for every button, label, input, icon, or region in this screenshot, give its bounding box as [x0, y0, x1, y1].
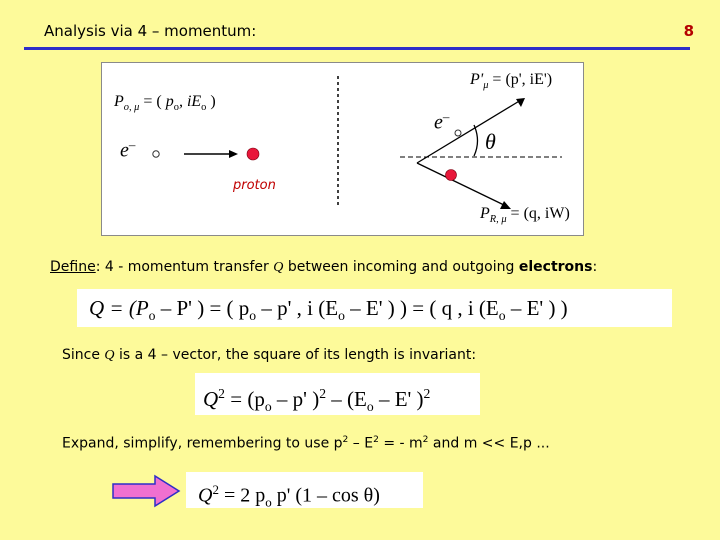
proton-label: proton: [233, 178, 276, 193]
angle-arc: [473, 124, 479, 157]
momentum-transfer-equation: Q = (Po – P' ) = ( po – p' , i (Eo – E' …: [77, 289, 672, 327]
incoming-electron-label: e–: [120, 137, 136, 162]
scattered-arrowhead: [516, 98, 525, 107]
scattered-electron-dot: [454, 129, 462, 137]
recoil-momentum-label: PR, μ = (q, iW): [480, 205, 570, 226]
scattering-diagram-drawing: [152, 76, 562, 209]
result-equation: Q2 = 2 po p' (1 – cos θ): [186, 472, 423, 510]
recoil-proton-arrow: [416, 162, 507, 207]
simplification-instruction: Expand, simplify, remembering to use p2 …: [62, 435, 550, 452]
result-arrow-icon: [112, 474, 181, 508]
recoil-proton-dot: [445, 169, 457, 181]
slide-title: Analysis via 4 – momentum:: [44, 22, 257, 40]
title-underline: [24, 47, 690, 50]
recoil-arrowhead: [500, 201, 511, 209]
scattering-diagram: Po, μ = ( po, iEo ) e– proton P'μ = (p',…: [101, 62, 584, 236]
scattered-electron-arrow: [416, 99, 522, 164]
incoming-arrowhead: [229, 150, 238, 158]
incoming-electron-dot: [152, 150, 160, 158]
target-proton-dot: [246, 147, 260, 161]
definition-text: Define: 4 - momentum transfer Q between …: [50, 259, 598, 275]
incoming-momentum-label: Po, μ = ( po, iEo ): [114, 93, 216, 114]
scattered-momentum-label: P'μ = (p', iE'): [470, 71, 553, 92]
scattering-angle-label: θ: [485, 129, 496, 154]
q-squared-equation: Q2 = (po – p' )2 – (Eo – E' )2: [195, 373, 480, 415]
invariance-statement: Since Q is a 4 – vector, the square of i…: [62, 347, 477, 363]
scattered-electron-label: e–: [434, 109, 450, 134]
page-number: 8: [683, 22, 694, 40]
